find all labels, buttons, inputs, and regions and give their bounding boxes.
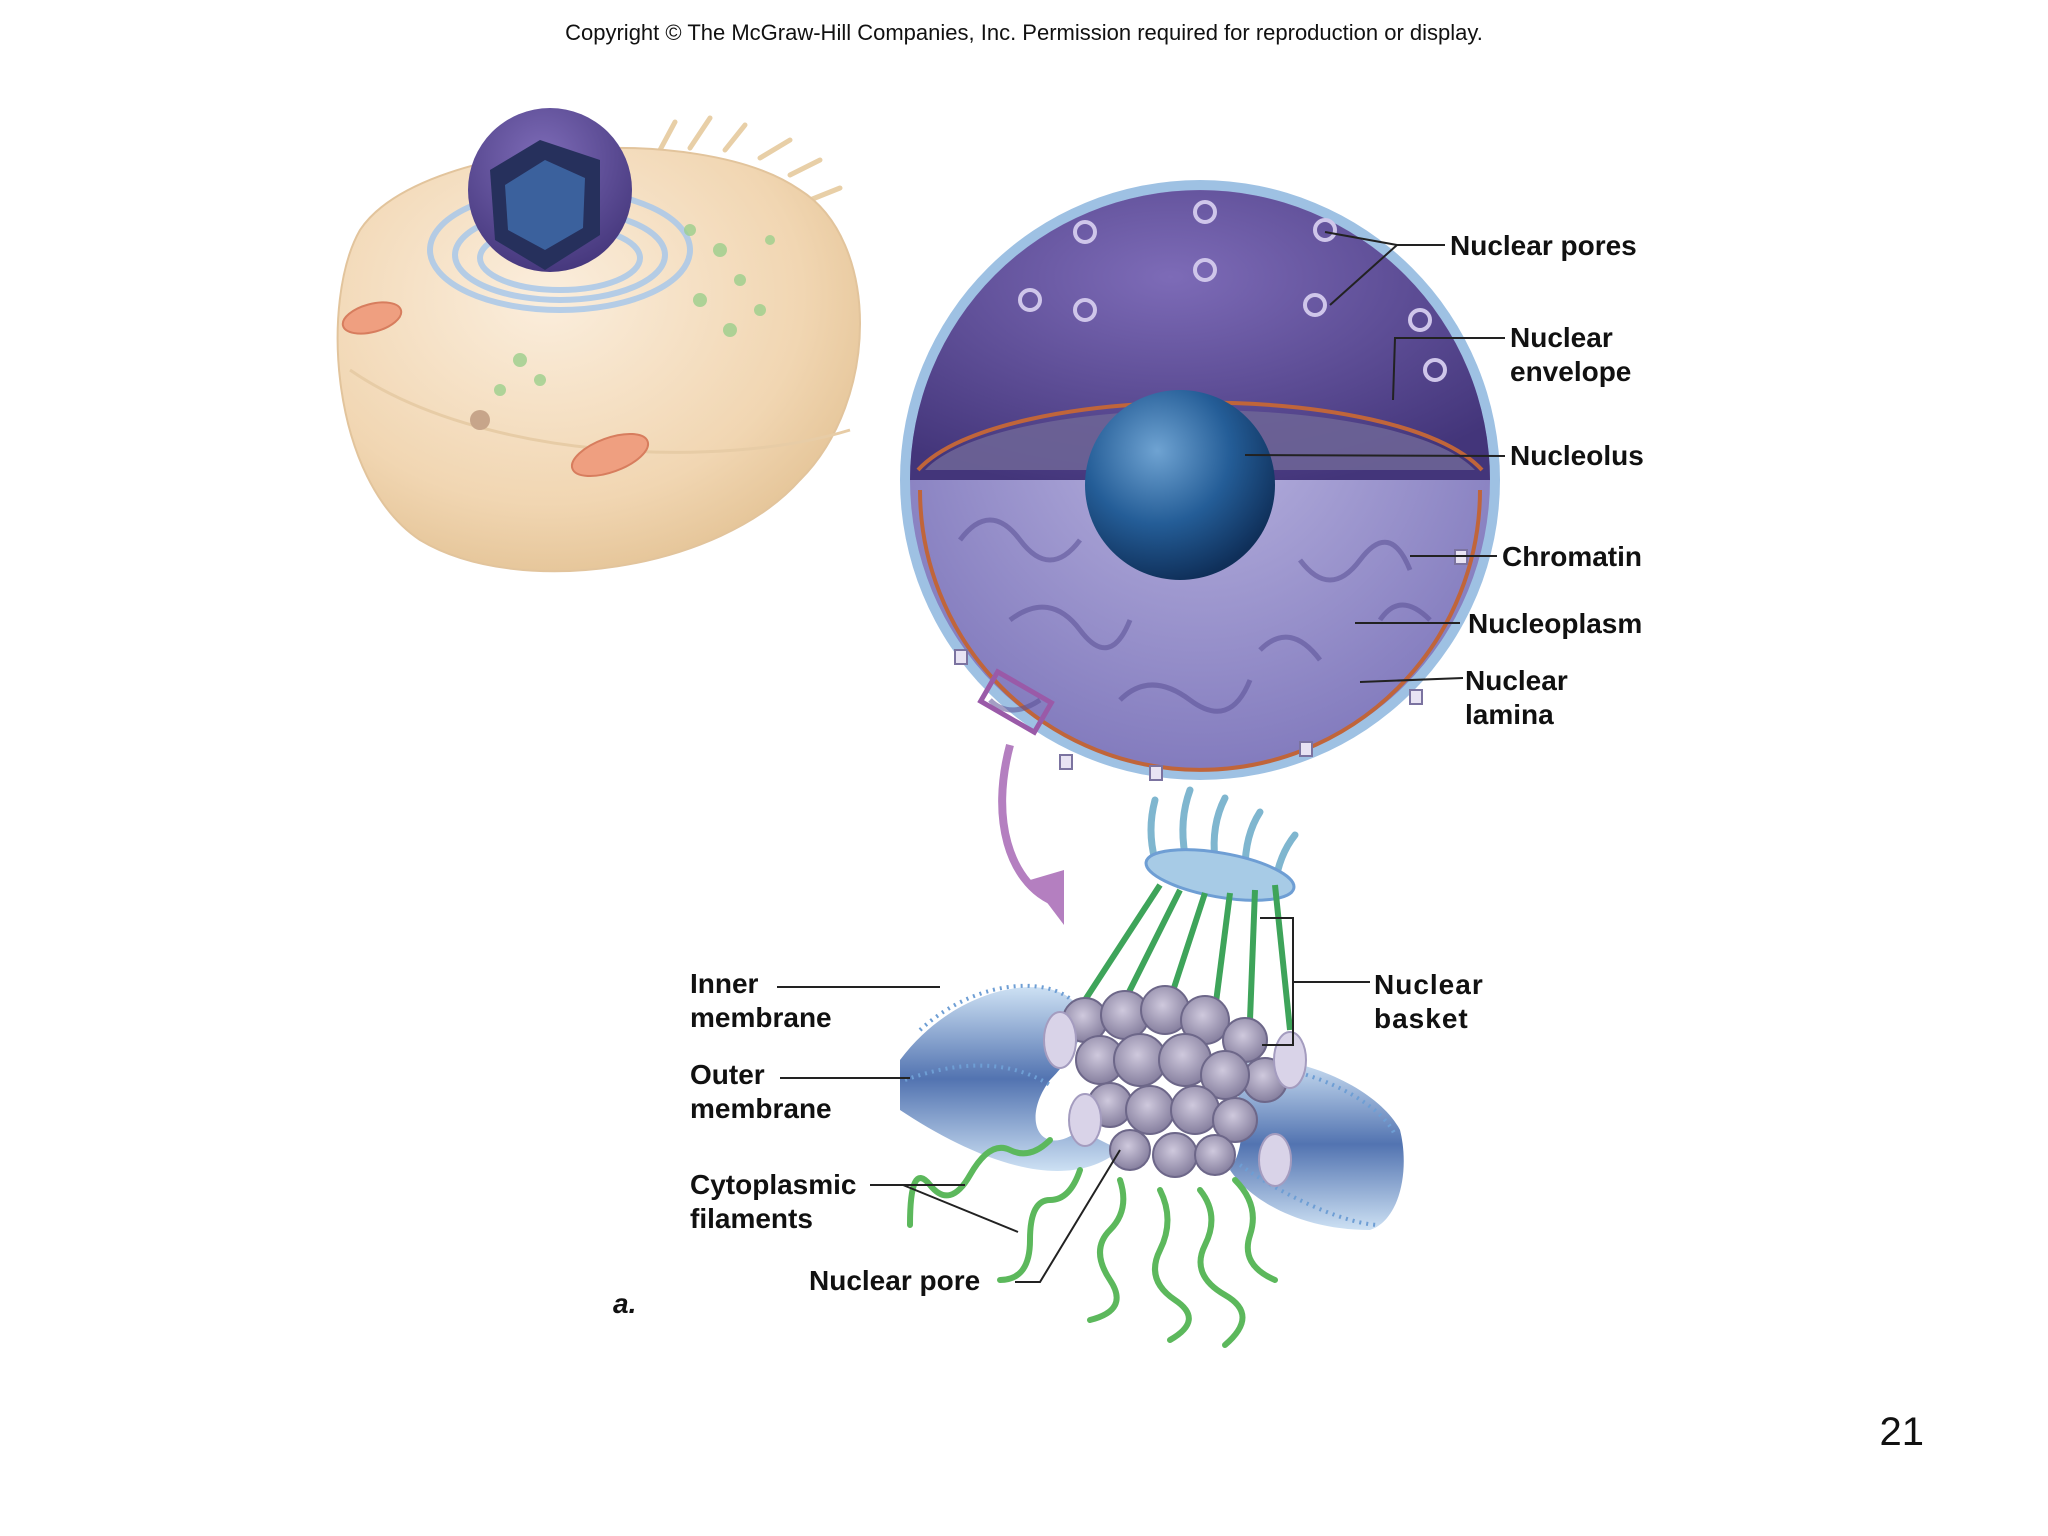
envelope-line-bottom [918, 489, 1482, 772]
label-nucleolus: Nucleolus [1510, 440, 1644, 471]
label-chromatin: Chromatin [1502, 541, 1642, 572]
label-nucleoplasm: Nucleoplasm [1468, 608, 1643, 639]
panel-letter: a. [613, 1288, 637, 1319]
callout-box [977, 668, 1055, 736]
mitochondria [341, 301, 650, 478]
cell-microvilli [657, 115, 843, 203]
leader-lines [777, 231, 1506, 1283]
label-nuclear-pores: Nuclear pores [1450, 230, 1637, 261]
surface-pores [1018, 200, 1447, 382]
pore-complex [900, 786, 1404, 1348]
label-nuclear-pore: Nuclear pore [809, 1265, 981, 1296]
basket-filaments [1082, 883, 1293, 1031]
vesicle [470, 410, 490, 430]
nucleolus-sphere [1085, 390, 1275, 580]
callout-arrowhead [1030, 870, 1064, 925]
cytoplasmic-filament-lines [907, 1137, 1278, 1348]
rim-pores [954, 549, 1468, 781]
basket-ring [1144, 848, 1296, 902]
chromatin-texture [958, 517, 1432, 714]
pore-proteins [1062, 985, 1288, 1178]
whole-cell [336, 108, 861, 573]
callout-arrow [998, 743, 1052, 904]
nucleus-cutaway [900, 180, 1500, 925]
page-number: 21 [1879, 1410, 1925, 1454]
cytoplasm-vesicles [494, 224, 775, 396]
copyright-notice: Copyright © The McGraw-Hill Companies, I… [565, 20, 1483, 45]
